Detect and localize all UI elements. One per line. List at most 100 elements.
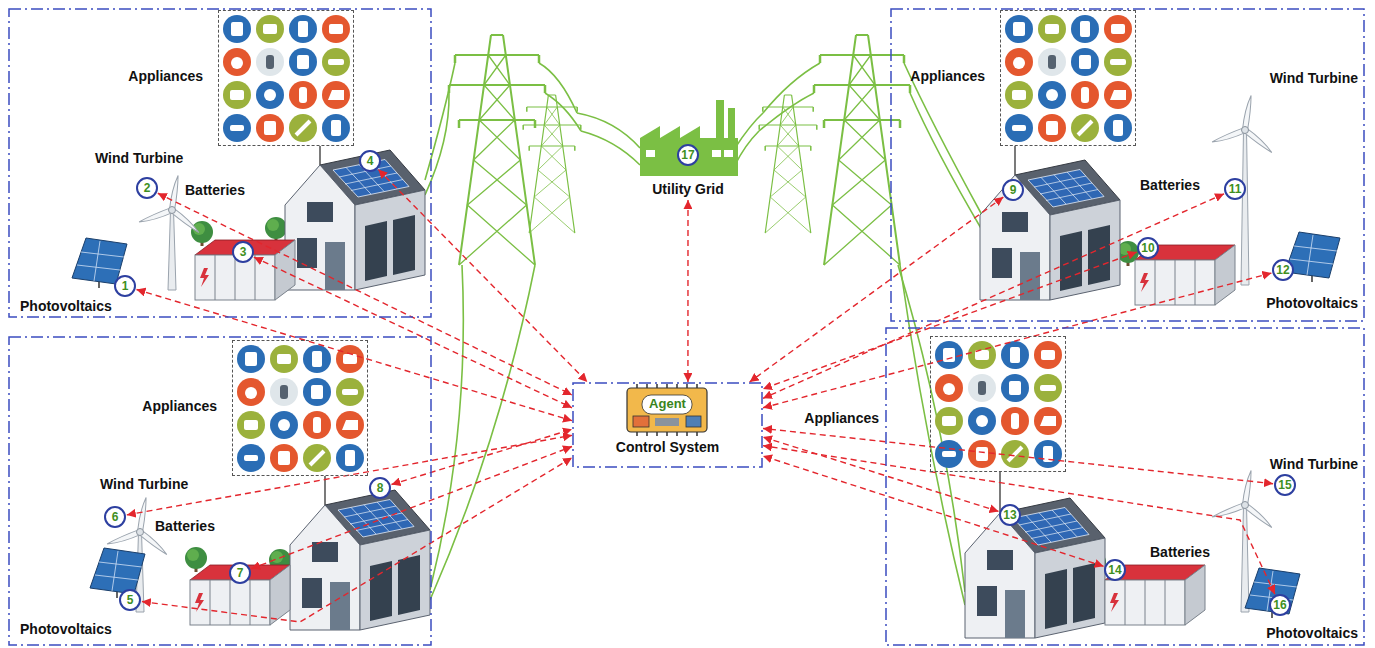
utility-grid-factory [640,126,738,176]
dashed-arrow [158,193,572,395]
utility-grid-factory [646,150,655,157]
wind-turbine-illustration [1211,470,1273,529]
callout-number-text: 15 [1278,479,1291,491]
callout-number: 1 [114,275,136,297]
callout-number-text: 11 [1229,183,1242,195]
battery-illustration [190,240,1235,625]
dash-dot-outline [8,336,432,646]
callout-number: 3 [232,241,254,263]
callout-number-text: 16 [1273,599,1286,611]
power-line [430,265,535,600]
microgrid-region: Wind TurbineBatteriesPhotovoltaicsApplia… [885,327,1365,646]
battery-illustration [1105,565,1205,625]
dash-dot-outline [573,383,762,467]
appliance-wire [324,476,325,505]
dash-dot-outline [9,337,431,645]
power-line [425,93,449,195]
utility-grid-factory [724,150,733,157]
microgrid-region: Wind TurbineBatteriesPhotovoltaicsApplia… [8,336,432,646]
battery-illustration [190,565,290,625]
component-label: Photovoltaics [20,622,112,637]
house-illustration [285,150,425,290]
power-line [904,63,982,215]
agent-chip-icon [655,418,679,426]
callout-number: 16 [1269,594,1291,616]
callout-number: 13 [999,504,1021,526]
callout-number: 15 [1274,474,1296,496]
wind-turbine-illustration [168,210,176,290]
dashed-arrow [136,289,572,420]
appliance-icons [223,15,350,142]
callout-number-text: 7 [237,567,244,579]
callout-number-text: 2 [144,182,151,194]
callout-number: 10 [1137,237,1159,259]
agent-chip-icon [642,395,692,414]
house-illustration [965,498,1105,638]
utility-grid-factory [640,100,738,176]
dashed-arrow [763,428,1273,483]
house-illustration [285,150,1120,638]
callout-number-text: 1 [122,280,129,292]
dash-dot-outline [890,8,1365,322]
transmission-tower [759,95,817,233]
house-illustration [290,490,430,630]
appliance-wire [1014,146,1015,175]
callout-number-text: 5 [127,594,134,606]
callout-number-text: 10 [1141,242,1154,254]
transmission-tower [523,95,581,233]
utility-grid-factory [712,150,721,157]
appliance-wire [999,472,1000,513]
tree-illustration [191,221,213,246]
utility-grid-text: 17 [681,149,694,161]
appliance-wire [319,146,320,165]
power-line [430,265,463,590]
power-line [581,131,640,165]
dashed-arrow [254,257,572,408]
battery-illustration [195,240,295,300]
callout-number: 14 [1104,559,1126,581]
agent-chip-icon [627,388,707,432]
agent-chip-icon [686,416,701,427]
wind-turbine-illustration [1241,130,1249,285]
dash-dot-outline [9,9,431,317]
dashed-arrow [251,447,572,569]
appliance-icons [237,345,364,472]
power-line [425,63,455,180]
agent-chip-icon [633,416,649,427]
dashed-arrow [763,194,1224,398]
component-label: Wind Turbine [1270,457,1358,472]
component-label: Photovoltaics [1266,626,1358,641]
callout-number-text: 4 [367,155,374,167]
callout-number: 4 [359,150,381,172]
callout-number: 7 [229,562,251,584]
transmission-tower [449,35,545,265]
appliance-icons [223,15,1132,472]
component-label: Batteries [185,183,245,198]
appliances-label: Appliances [128,69,203,84]
tree-illustration [265,217,287,242]
dash-dot-outline [886,328,1364,645]
component-label: Batteries [155,519,215,534]
dash-dot-outline [572,382,763,468]
wind-turbine-illustration [106,95,1273,612]
transmission-tower [814,35,910,265]
appliance-icons [1005,15,1132,142]
wind-turbine-illustration [1241,505,1249,612]
utility-grid-node: 17Utility Grid [677,144,699,166]
appliances-box: Appliances [930,336,1066,472]
dashed-arrow [763,437,999,511]
dashed-arrow [687,200,688,382]
wind-turbine-illustration [1211,95,1273,154]
component-label: Photovoltaics [1266,296,1358,311]
power-line [910,93,982,230]
callout-number: 12 [1272,259,1294,281]
callout-number-text: 9 [1010,184,1017,196]
callout-number-text: 13 [1003,509,1016,521]
appliances-box: Appliances [218,10,354,146]
callout-number: 11 [1224,178,1246,200]
appliances-label: Appliances [142,399,217,414]
transmission-tower [449,35,910,265]
control-system-text: Agent [649,396,686,411]
dash-dot-outline [891,9,1364,321]
component-label: Wind Turbine [1270,71,1358,86]
